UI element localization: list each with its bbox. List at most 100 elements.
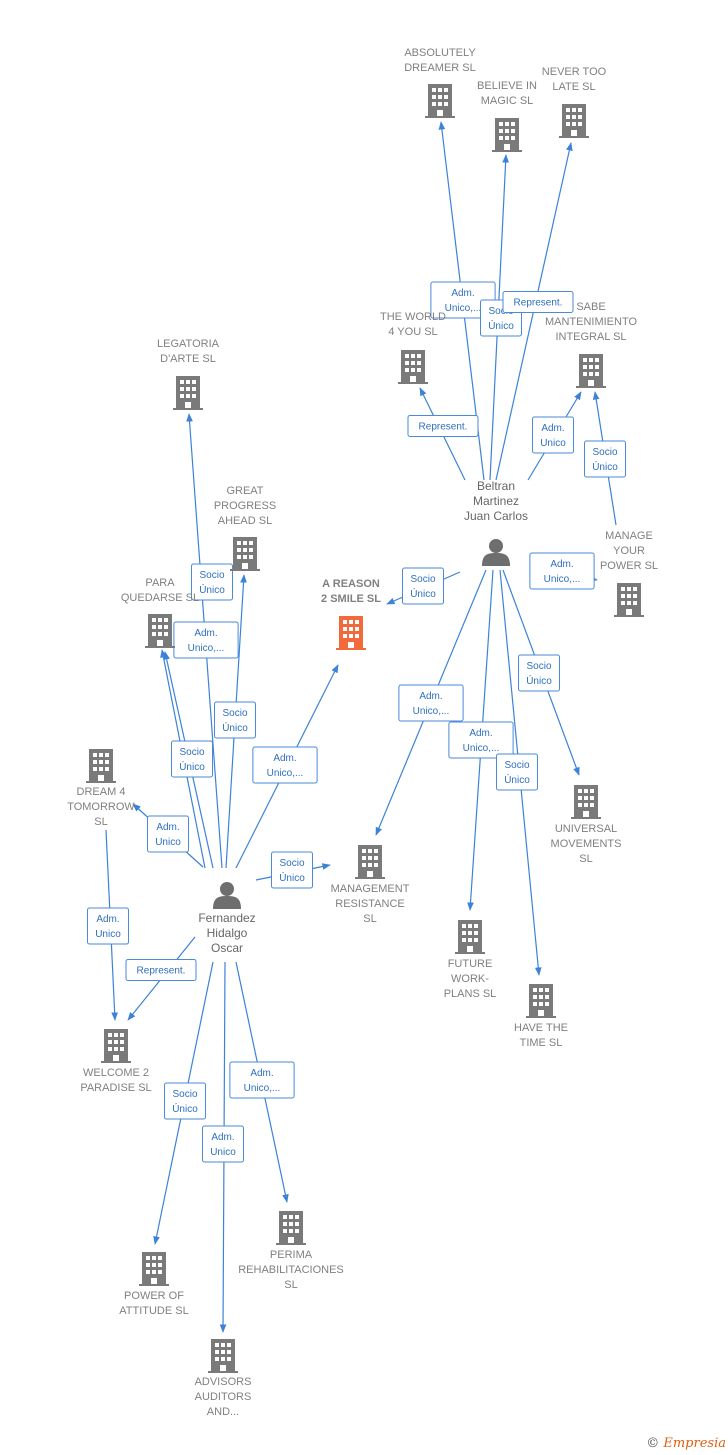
edge-label-box [191, 563, 233, 601]
company-name-line: QUEDARSE SL [121, 592, 199, 604]
edge-label-text: Adm. [419, 691, 442, 702]
company-name-line: LEGATORIA [157, 338, 220, 350]
building-icon [145, 614, 175, 648]
building-icon [425, 84, 455, 118]
edge-label-text: Socio [504, 760, 529, 771]
copyright-symbol: © [646, 1436, 660, 1451]
edge-label-text: Único [504, 773, 530, 786]
company-name-line: PERIMA [270, 1249, 313, 1261]
edge-label-beltran-nevertoo[interactable]: Represent. [502, 291, 574, 313]
edge-label-box [402, 567, 444, 605]
company-name-line: SL [579, 853, 592, 865]
edge-label-beltran-manage[interactable]: Adm.Unico,... [529, 552, 595, 590]
edge-label-fernandez-advisors[interactable]: Adm. Unico [202, 1125, 244, 1163]
company-name-line: YOUR [613, 545, 645, 557]
edge-label-beltran-sabe[interactable]: Adm.Unico [532, 416, 574, 454]
edge-label-box [214, 701, 256, 739]
edge-label-fernandez-perima[interactable]: Adm.Unico,... [229, 1061, 295, 1099]
edge-label-text: Adm. [451, 288, 474, 299]
building-icon [336, 616, 366, 650]
company-name-line: FUTURE [448, 958, 493, 970]
company-name-line: NEVER TOO [542, 66, 607, 78]
company-name-line: 2 SMILE SL [321, 593, 381, 605]
edge-label-box [164, 1082, 206, 1120]
edge-label-dream4-welcome[interactable]: Adm.Unico [87, 907, 129, 945]
company-nevertoo[interactable]: NEVER TOO LATE SL [542, 66, 607, 138]
edge-label-text: Unico [210, 1147, 236, 1158]
edge-label-fernandez-areason[interactable]: Adm. Unico,... [252, 746, 318, 784]
edge-label-text: Unico,... [267, 768, 304, 779]
edge-label-text: Único [172, 1102, 198, 1115]
edge-label-text: Unico,... [445, 303, 482, 314]
company-advisors[interactable]: ADVISORSAUDITORSAND... [195, 1339, 252, 1418]
edge-label-box [271, 851, 313, 889]
edge-label-text: Adm. [273, 753, 296, 764]
edge-label-beltran-theworld[interactable]: Represent. [407, 415, 479, 437]
edge-label-box [171, 740, 213, 778]
company-name-line: DREAM 4 [77, 786, 126, 798]
company-name-line: DREAMER SL [404, 62, 476, 74]
company-name-line: PARADISE SL [80, 1082, 151, 1094]
edge-label-text: Adm. [194, 628, 217, 639]
brand-logo[interactable]: Empresia [663, 1436, 726, 1451]
edge-label-beltran-management[interactable]: Adm.Unico,... [398, 684, 464, 722]
building-icon [173, 376, 203, 410]
edge-label-fernandez-dream4[interactable]: Adm.Unico [147, 815, 189, 853]
company-para[interactable]: PARA QUEDARSE SL [121, 577, 199, 648]
building-icon [101, 1029, 131, 1063]
edge-label-fernandez-para[interactable]: Adm.Unico,... [173, 621, 239, 659]
edge-label-text: Socio [172, 1089, 197, 1100]
edge-label-box [252, 746, 318, 784]
edge-label-text: Socio [279, 858, 304, 869]
company-name-line: PLANS SL [444, 988, 497, 1000]
company-name-line: PARA [145, 577, 175, 589]
building-icon [230, 537, 260, 571]
company-name-line: AND... [207, 1406, 239, 1418]
edge-label-beltran-future[interactable]: Adm.Unico,... [448, 721, 514, 759]
edge-label-text: Adm. [211, 1132, 234, 1143]
company-name-line: TIME SL [520, 1037, 563, 1049]
building-icon [492, 118, 522, 152]
edge-label-box [202, 1125, 244, 1163]
edge-label-text: Represent. [419, 422, 468, 433]
company-name-line: LATE SL [552, 81, 595, 93]
company-name-line: ABSOLUTELY [404, 47, 476, 59]
company-absolutely[interactable]: ABSOLUTELY DREAMER SL [404, 47, 476, 118]
company-name-line: UNIVERSAL [555, 823, 617, 835]
edge-label-text: Único [410, 587, 436, 600]
company-name-line: MANTENIMIENTO [545, 316, 638, 328]
company-name-line: REHABILITACIONES [238, 1264, 344, 1276]
edge-label-fernandez-welcome[interactable]: Represent. [125, 959, 197, 981]
company-name-line: POWER SL [600, 560, 658, 572]
person-name-line: Juan Carlos [464, 509, 528, 523]
company-name-line: SL [94, 816, 107, 828]
